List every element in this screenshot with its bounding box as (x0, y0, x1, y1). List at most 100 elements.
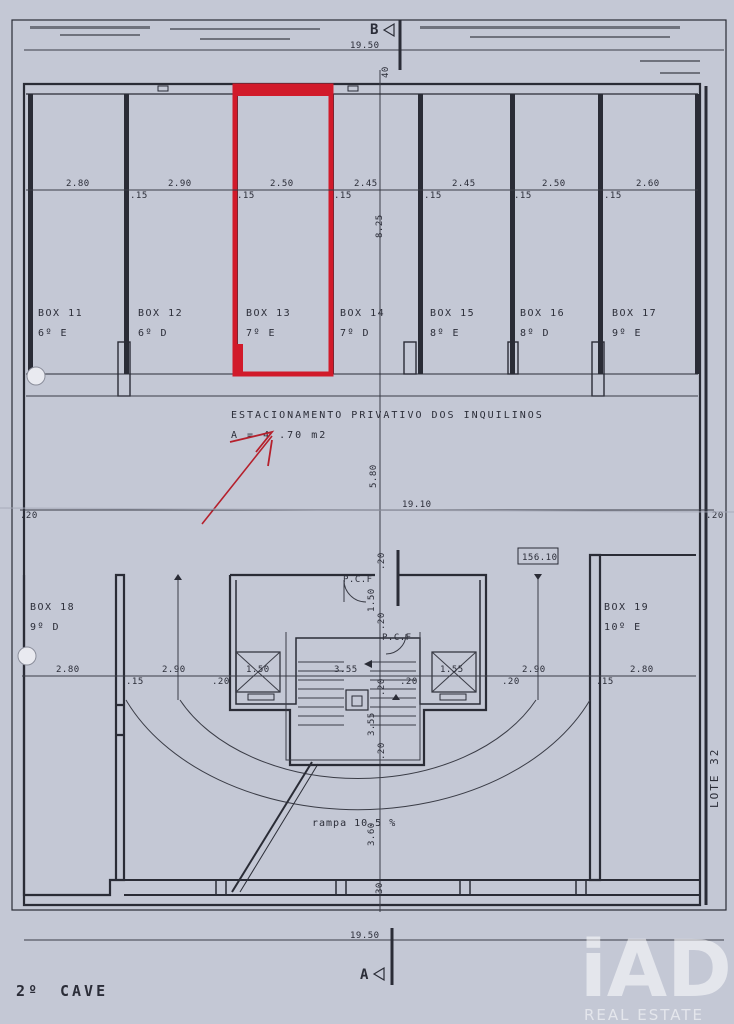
box-divider-wall (598, 94, 603, 374)
box-name: BOX 15 (430, 308, 475, 319)
door-label-1: P.C.F (343, 575, 373, 585)
box-unit: 6º E (38, 328, 68, 339)
box-divider-wall (695, 94, 700, 374)
bottom-dim-core-20: .20 (400, 677, 418, 687)
box-name: BOX 12 (138, 308, 183, 319)
dim-depth-top: 8.25 (375, 214, 385, 238)
section-mark-bottom: A (360, 928, 394, 985)
box-divider-wall (28, 94, 33, 374)
vent-grille (157, 85, 169, 92)
bottom-dim: .15 (596, 677, 614, 687)
copy-noise (30, 26, 700, 74)
parking-title: ESTACIONAMENTO PRIVATIVO DOS INQUILINOS (231, 410, 544, 421)
box-name: BOX 14 (340, 308, 385, 319)
box-name: BOX 17 (612, 308, 657, 319)
bottom-dim: 1.50 (246, 665, 270, 675)
dim-core-150: 1.50 (367, 588, 377, 612)
box-divider-wall (510, 94, 515, 374)
dim-bottom-total: 19.50 (350, 931, 380, 941)
bottom-dim: .20 (212, 677, 230, 687)
bottom-dim: 2.80 (630, 665, 654, 675)
top-wall-dim: .15 (130, 191, 148, 201)
top-width-dim: 2.90 (168, 179, 192, 189)
top-wall-dim: .15 (514, 191, 532, 201)
box-unit: 8º E (430, 328, 460, 339)
section-letter-a: A (360, 967, 369, 983)
top-wall-dim: .15 (334, 191, 352, 201)
box-19-unit: 10º E (604, 622, 642, 633)
top-width-dim: 2.50 (542, 179, 566, 189)
slab-posts (215, 880, 587, 895)
box-name: BOX 13 (246, 308, 291, 319)
bottom-dim: .20 (502, 677, 520, 687)
box-unit: 8º D (520, 328, 550, 339)
box-unit: 7º E (246, 328, 276, 339)
bottom-dim: 2.80 (56, 665, 80, 675)
bottom-dim: 2.90 (162, 665, 186, 675)
top-row-box-labels: BOX 11 6º E BOX 12 6º D BOX 13 7º E BOX 14 7º D… (38, 308, 657, 339)
bottom-dim: 1.55 (440, 665, 464, 675)
level-tag: 156.10 (522, 553, 558, 563)
box-name: BOX 16 (520, 308, 565, 319)
sheet-frame (11, 19, 727, 911)
box-unit: 6º D (138, 328, 168, 339)
level-tag-box (517, 547, 559, 565)
iad-watermark: iAD REAL ESTATE (580, 925, 732, 1024)
box-pillar (403, 341, 417, 375)
dim-driveway-depth: 5.80 (369, 464, 379, 488)
top-width-dim: 2.80 (66, 179, 90, 189)
section-letter-b: B (370, 22, 378, 38)
dim-core-20b: .20 (377, 612, 387, 630)
box-18-name: BOX 18 (30, 602, 75, 613)
box-18-unit: 9º D (30, 622, 60, 633)
dim-height-40: 40 (381, 66, 391, 78)
door-label-2: P.C.F (382, 633, 412, 643)
bottom-dim: .15 (126, 677, 144, 687)
dim-top-total: 19.50 (350, 41, 380, 51)
top-width-dim: 2.45 (354, 179, 378, 189)
ramp-diagonal (231, 761, 313, 893)
floor-name: CAVE (60, 982, 108, 1000)
dim-stair-20: .20 (377, 742, 387, 760)
box-13-door-highlight (235, 86, 331, 96)
top-width-dim: 2.50 (270, 179, 294, 189)
top-wall-dim: .15 (424, 191, 442, 201)
section-mark-top: B (370, 20, 402, 70)
box-unit: 7º D (340, 328, 370, 339)
ramp-label: rampa 10.5 % (312, 818, 396, 829)
dim-core-20c: .20 (377, 678, 387, 696)
dim-core-20a: .20 (377, 552, 387, 570)
paper-fold (0, 507, 734, 513)
vent-grille (347, 85, 359, 92)
dim-right-20: .20 (706, 511, 724, 521)
box-19-name: BOX 19 (604, 602, 649, 613)
bottom-dim: 3.55 (334, 665, 358, 675)
red-arrow-tip (267, 439, 273, 467)
bottom-dim: 2.90 (522, 665, 546, 675)
box-name: BOX 11 (38, 308, 83, 319)
top-width-dim: 2.60 (636, 179, 660, 189)
box-divider-wall (124, 94, 129, 374)
box-18: BOX 18 9º D (22, 573, 126, 897)
dim-ramp-360: 3.60 (367, 822, 377, 846)
box-unit: 9º E (612, 328, 642, 339)
box-divider-wall (418, 94, 423, 374)
watermark-sub: REAL ESTATE (584, 1006, 704, 1024)
floor-number: 2º (16, 982, 40, 1000)
dim-middle-total: 19.10 (402, 500, 432, 510)
box-pillar (507, 341, 519, 375)
binder-hole-top (26, 366, 46, 386)
lot-label: LOTE 32 (708, 748, 721, 808)
top-width-dim: 2.45 (452, 179, 476, 189)
dim-ramp-30: 30 (375, 882, 385, 894)
parking-area: A = 4 .70 m2 (231, 430, 327, 441)
box-13-corner-highlight (235, 344, 243, 374)
ramp: rampa 10.5 % (125, 574, 591, 893)
bottom-slab (124, 879, 700, 896)
red-arrow-head (229, 430, 275, 453)
dim-left-20: .20 (20, 511, 38, 521)
dim-stair-355: 3.55 (367, 712, 377, 736)
stair-core: P.C.F P.C.F (228, 550, 488, 767)
